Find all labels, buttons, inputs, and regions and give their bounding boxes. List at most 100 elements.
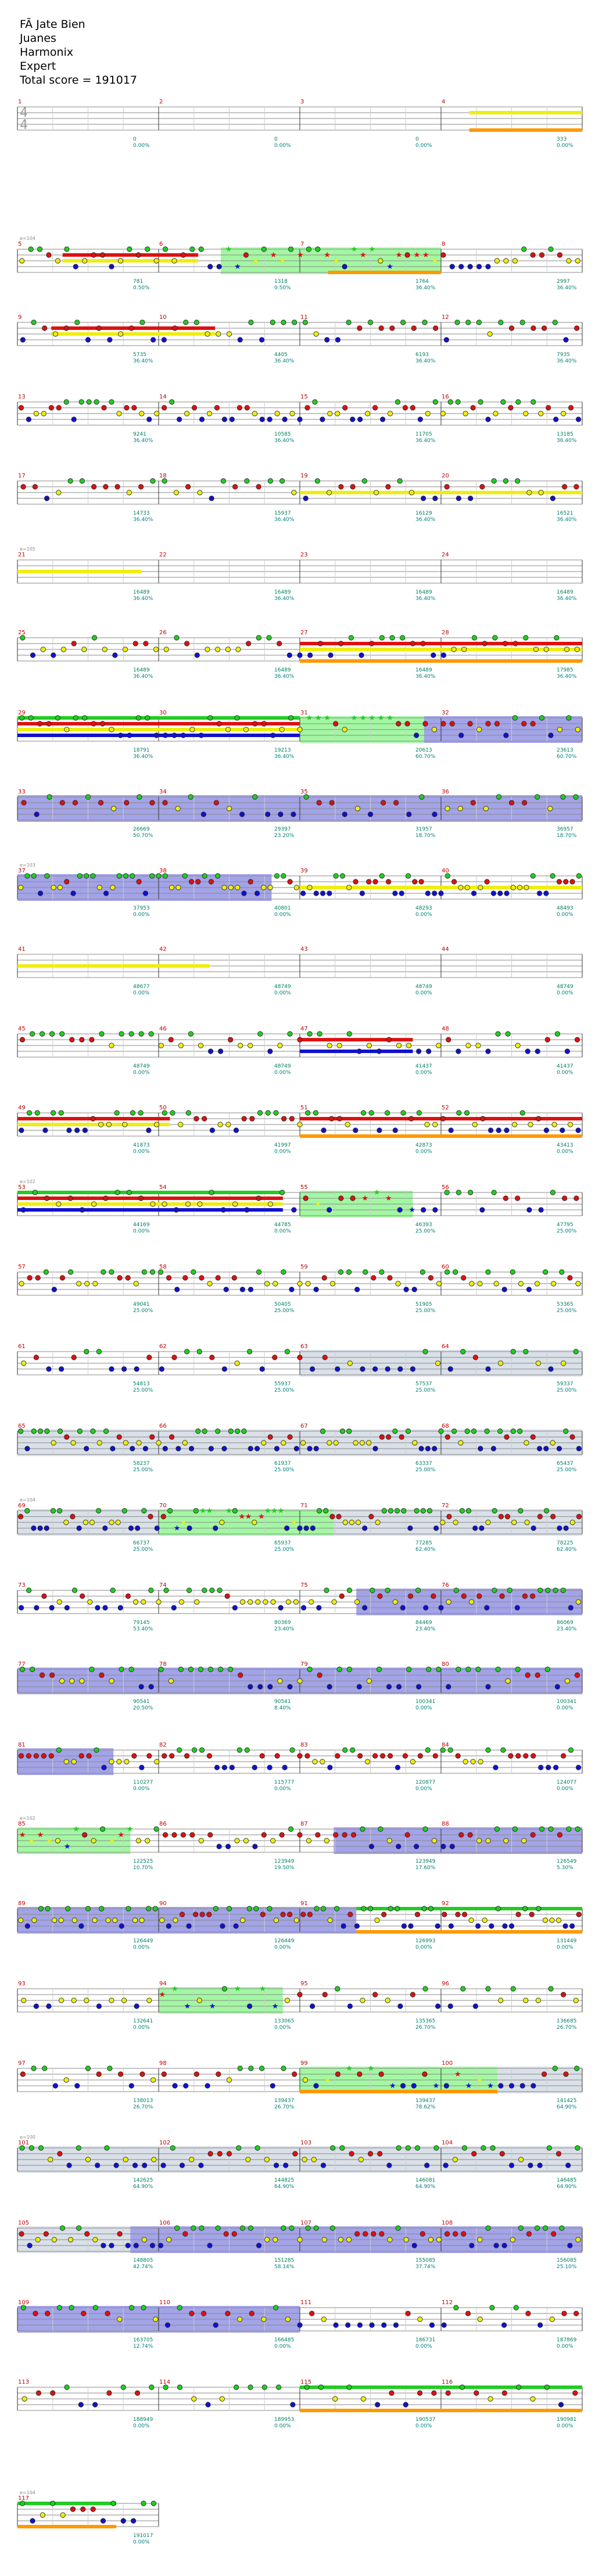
measure-number: 23: [300, 552, 308, 558]
note-gem: [60, 646, 67, 652]
note-gem: [314, 478, 320, 484]
measure-percent: 78.62%: [415, 2104, 436, 2110]
measure-percent: 0.00%: [274, 143, 291, 149]
note-gem: [503, 258, 509, 264]
note-gem: [219, 2396, 225, 2402]
note-gem: [82, 1127, 88, 1133]
sustain-bar: [469, 111, 582, 114]
note-gem: [76, 2145, 81, 2151]
note-gem: [146, 416, 152, 422]
measure-number: 85: [18, 1821, 26, 1827]
measure-score: 15937: [274, 511, 291, 516]
star-note: ★: [454, 2070, 461, 2079]
chart-row: 655823725.00%666193725.00%676333725.00%6…: [17, 1423, 583, 1473]
measure-score: 110277: [133, 1780, 153, 1785]
measure-percent: 64.90%: [557, 2184, 577, 2190]
measure-number: 6: [159, 241, 163, 247]
note-gem: [17, 1514, 24, 1519]
note-gem: [492, 1508, 497, 1514]
note-gem: [117, 258, 124, 264]
note-gem: [297, 1037, 303, 1043]
note-gem: [435, 2003, 441, 2009]
note-gem: [282, 1765, 288, 1770]
note-gem: [461, 1593, 467, 1599]
note-gem: [116, 411, 122, 416]
note-gem: [478, 399, 483, 405]
note-gem: [52, 331, 59, 337]
note-gem: [471, 1428, 477, 1434]
note-gem: [148, 1587, 154, 1593]
note-gem: [485, 1048, 491, 1054]
note-gem: [185, 484, 191, 490]
note-gem: [359, 652, 364, 658]
note-gem: [235, 885, 241, 890]
measure-percent: 12.74%: [133, 2344, 153, 2349]
note-gem: [440, 411, 446, 416]
note-gem: [229, 1765, 235, 1770]
measure-score: 148805: [133, 2258, 153, 2264]
note-gem: [449, 1844, 455, 1849]
note-gem: [179, 1912, 185, 1917]
note-gem: [318, 2384, 324, 2390]
note-gem: [554, 1031, 560, 1037]
note-gem: [407, 1593, 414, 1599]
note-gem: [557, 727, 563, 732]
note-gem: [369, 641, 375, 646]
measure-percent: 23.20%: [274, 833, 295, 839]
note-gem: [405, 873, 411, 879]
note-gem: [493, 411, 499, 416]
star-note: ★: [385, 1194, 392, 1203]
note-gem: [42, 1127, 48, 1133]
note-gem: [567, 2243, 573, 2248]
note-gem: [189, 2157, 195, 2162]
note-gem: [200, 811, 206, 817]
note-gem: [244, 478, 250, 484]
measure-score: 141425: [557, 2098, 576, 2104]
note-gem: [500, 399, 506, 405]
note-gem: [565, 2162, 571, 2168]
note-gem: [564, 1048, 571, 1054]
note-gem: [490, 1446, 497, 1452]
note-gem: [91, 484, 97, 490]
note-gem: [575, 258, 580, 264]
note-gem: [56, 1747, 62, 1753]
note-gem: [270, 2083, 275, 2089]
measure-percent: 25.00%: [415, 1388, 436, 1393]
measure-percent: 60.70%: [557, 754, 577, 760]
measure-number: 52: [442, 1105, 449, 1111]
note-gem: [162, 1832, 169, 1838]
measure-score: 16521: [557, 511, 574, 516]
note-gem: [194, 1599, 200, 1605]
note-gem: [171, 1355, 177, 1360]
note-gem: [485, 1519, 491, 1525]
measure-number: 115: [300, 2379, 311, 2385]
note-gem: [436, 1043, 442, 1048]
measure-score: 142625: [133, 2178, 153, 2183]
note-gem: [465, 2311, 471, 2316]
note-gem: [372, 1446, 378, 1452]
note-gem: [193, 1508, 199, 1514]
note-gem: [209, 1355, 215, 1360]
measure-number: 12: [442, 314, 449, 321]
note-gem: [556, 1446, 562, 1452]
note-gem: [531, 325, 536, 331]
note-gem: [397, 1207, 403, 1213]
note-gem: [109, 727, 114, 732]
note-gem: [194, 652, 200, 658]
note-gem: [575, 727, 580, 732]
measure-score: 187869: [557, 2337, 577, 2343]
note-gem: [101, 1269, 106, 1275]
note-gem: [256, 1269, 262, 1275]
note-gem: [128, 2083, 134, 2089]
note-gem: [304, 405, 310, 411]
note-gem: [447, 1366, 453, 1372]
note-gem: [225, 1844, 231, 1849]
star-note: ★: [264, 1507, 271, 1515]
note-gem: [317, 641, 323, 646]
note-gem: [162, 1110, 167, 1116]
note-gem: [547, 806, 553, 811]
chart-row: 10514880542.74%10615128558.14%1071550853…: [17, 2220, 583, 2270]
note-gem: [228, 1666, 234, 1672]
note-gem: [300, 890, 306, 896]
note-gem: [508, 2083, 515, 2089]
